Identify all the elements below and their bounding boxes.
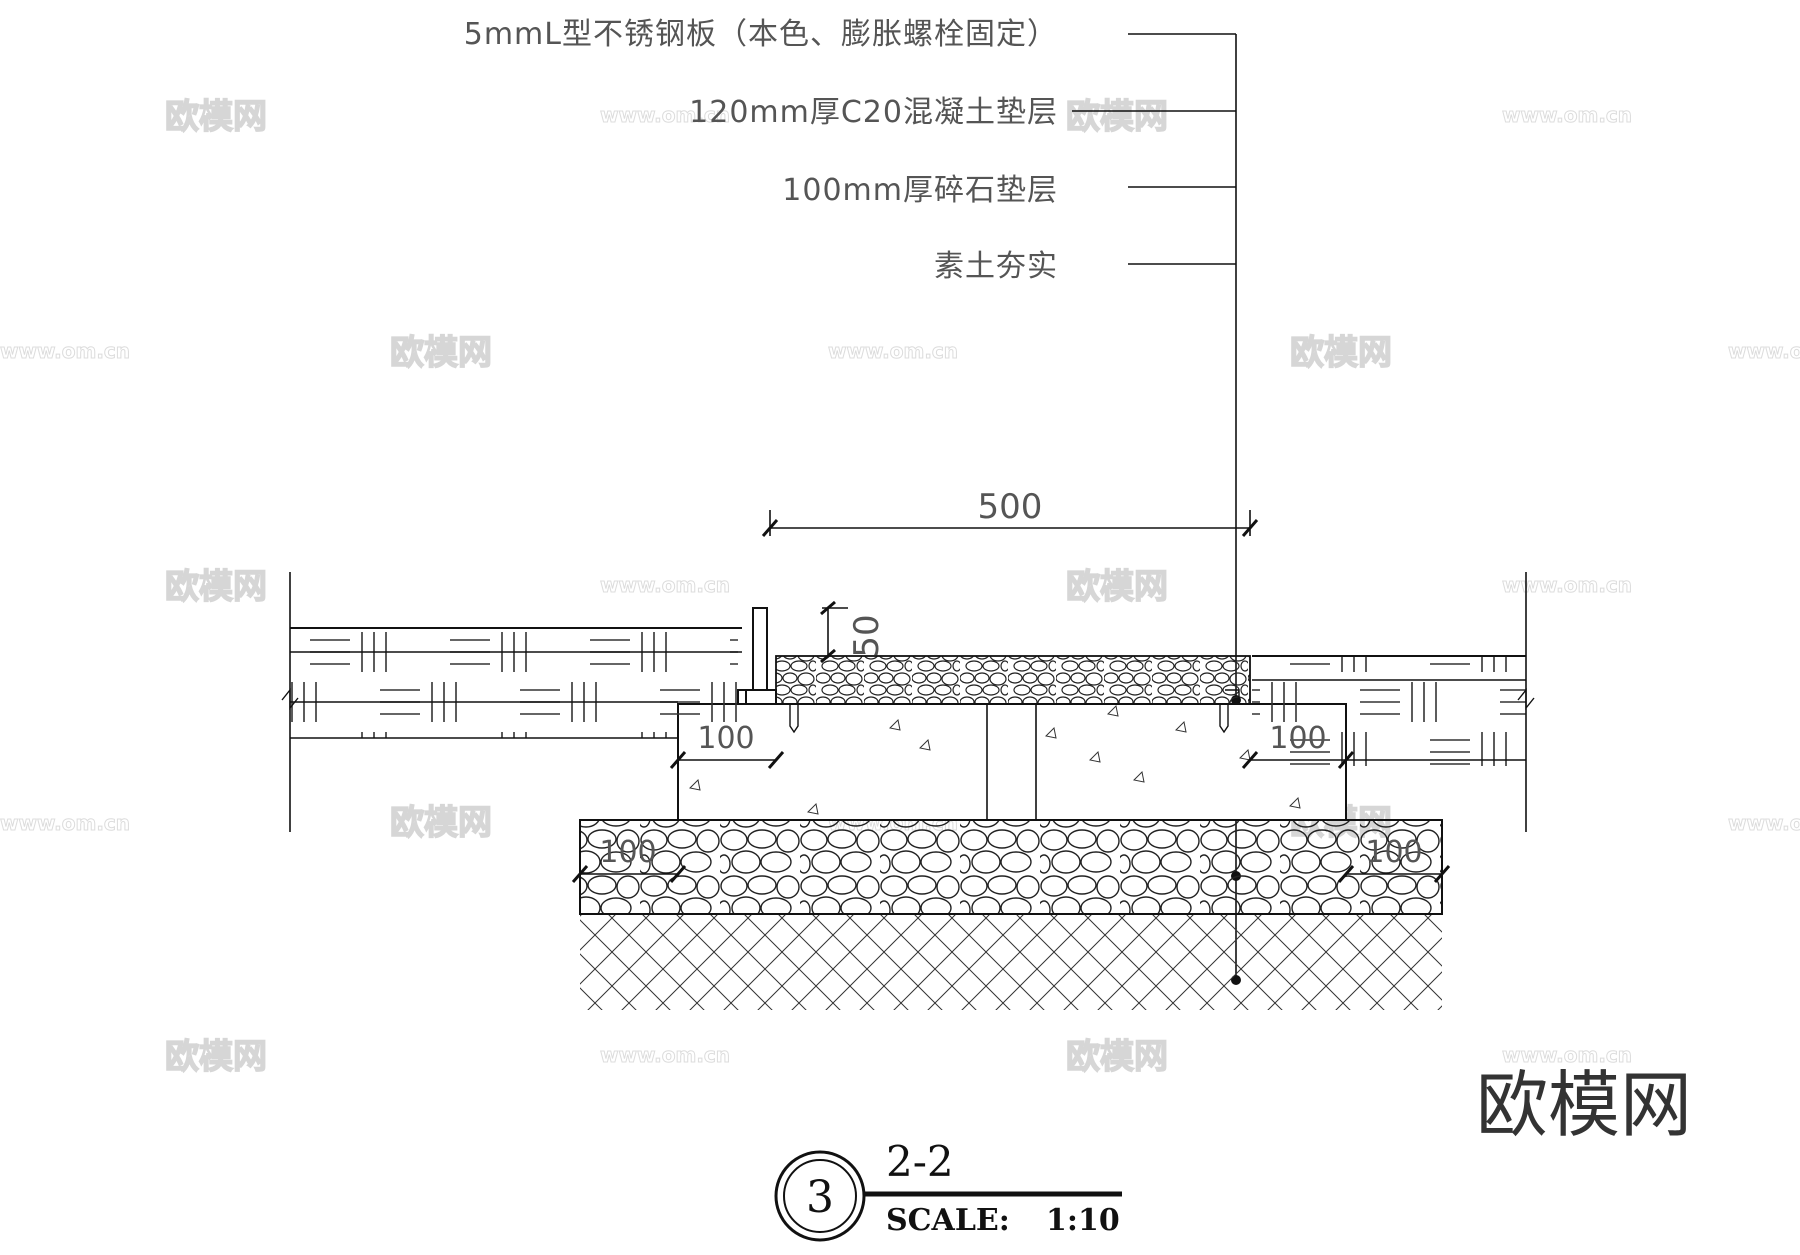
watermark-url: www.om.cn (1502, 103, 1632, 127)
material-callouts: 5mmL型不锈钢板（本色、膨胀螺栓固定） 120mm厚C20混凝土垫层 100m… (464, 17, 1241, 985)
callout-concrete: 120mm厚C20混凝土垫层 (689, 95, 1058, 130)
watermark-text: 欧模网 (390, 333, 492, 373)
dimension-50 (820, 600, 848, 664)
watermark-text: 欧模网 (1066, 1037, 1168, 1077)
earth-layer (580, 914, 1442, 1010)
watermark-url: www.om.cn (1502, 573, 1632, 597)
steel-l-plate (737, 607, 1240, 734)
watermark-text: 欧模网 (165, 97, 267, 137)
brand-watermark: 欧模网 (1476, 1063, 1692, 1147)
gravel-layer (579, 819, 1443, 915)
watermark-url: www.om.cn (1502, 1043, 1632, 1067)
watermark-url: www.om.cn (600, 573, 730, 597)
watermark-url: www.om.cn (600, 103, 730, 127)
dim-50-label: 50 (847, 614, 887, 657)
dimension-100-gravel (571, 865, 1451, 883)
watermark-url: www.om.cn (1728, 339, 1800, 363)
dim-100-concrete-left: 100 (697, 721, 754, 756)
watermark-text: 欧模网 (1290, 333, 1392, 373)
callout-steel-plate: 5mmL型不锈钢板（本色、膨胀螺栓固定） (464, 17, 1058, 52)
section-title: 2-2 (886, 1137, 954, 1186)
dim-100-gravel-left: 100 (599, 835, 656, 870)
dimension-500 (761, 510, 1259, 537)
pebble-strip (775, 655, 1251, 705)
watermark-url: www.om.cn (0, 339, 130, 363)
watermark-url: www.om.cn (1728, 811, 1800, 835)
watermark-text: 欧模网 (1066, 567, 1168, 607)
callout-gravel: 100mm厚碎石垫层 (782, 173, 1058, 208)
concrete-layer (677, 703, 1347, 821)
scale-value: 1:10 (1046, 1203, 1120, 1238)
watermark-text: 欧模网 (165, 1037, 267, 1077)
watermark-text: 欧模网 (1066, 97, 1168, 137)
watermark-url: www.om.cn (600, 1043, 730, 1067)
watermark-text: 欧模网 (390, 803, 492, 843)
dim-100-concrete-right: 100 (1269, 721, 1326, 756)
dim-100-gravel-right: 100 (1365, 835, 1422, 870)
callout-earth: 素土夯实 (934, 249, 1058, 284)
watermark-layer: 欧模网 欧模网 www.om.cn www.om.cn www.om.cn 欧模… (0, 96, 1800, 1078)
dimension-100-concrete (669, 751, 1355, 769)
watermark-url: www.om.cn (0, 811, 130, 835)
watermark-url: www.om.cn (828, 339, 958, 363)
dim-500-label: 500 (978, 487, 1043, 527)
title-block: 3 2-2 SCALE: 1:10 (774, 1137, 1122, 1242)
paving-right (1252, 572, 1535, 832)
scale-label: SCALE: (886, 1203, 1010, 1238)
watermark-text: 欧模网 (165, 567, 267, 607)
detail-number: 3 (806, 1172, 834, 1223)
paving-left (281, 572, 742, 832)
